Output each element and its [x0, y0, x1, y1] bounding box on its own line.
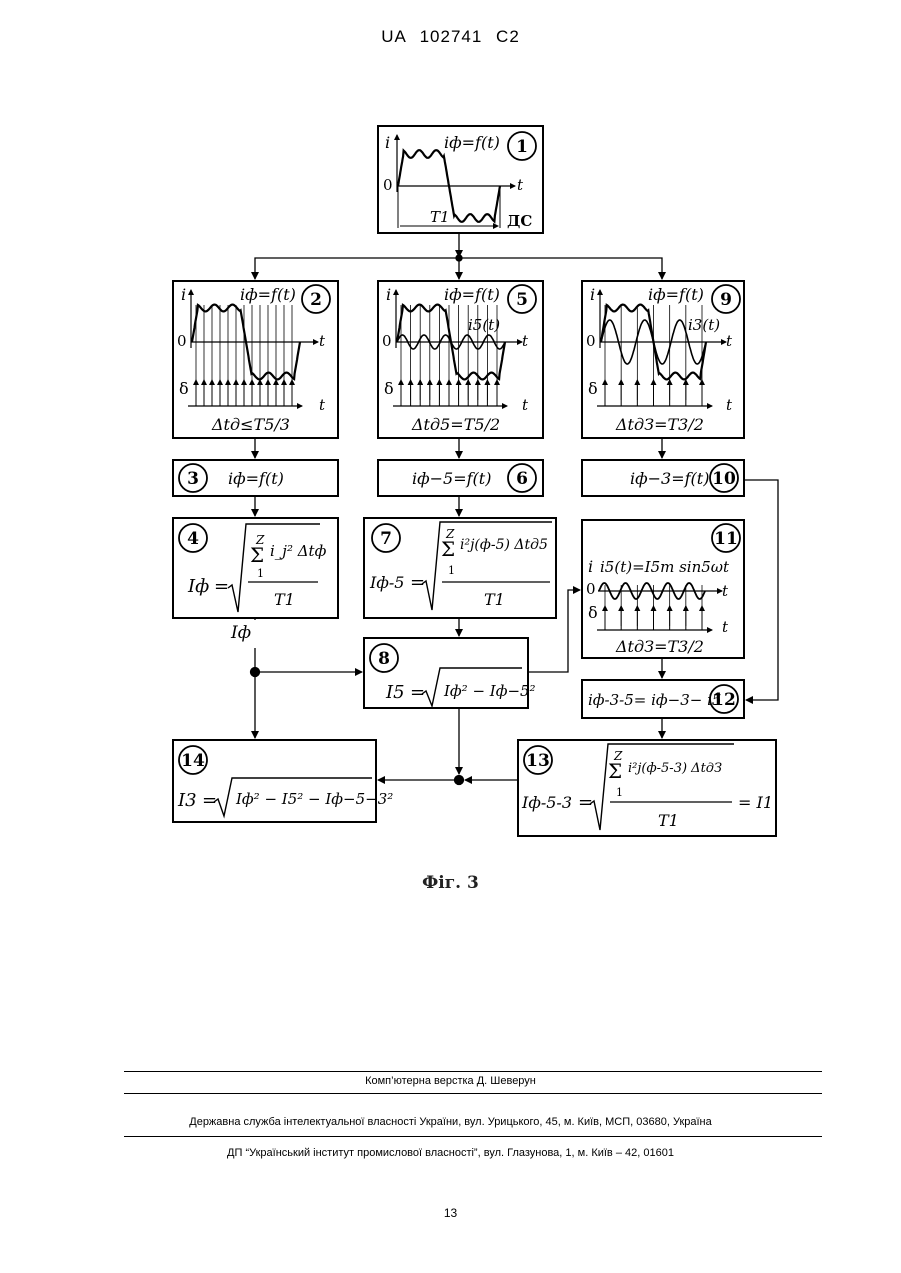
block-13-number: 13 [526, 751, 550, 771]
block-2-dt-label: Δtд≤T5/3 [211, 415, 290, 434]
block-9-axis-i: i [590, 285, 595, 304]
block-9-axis-zero: 0 [586, 332, 596, 350]
block-4-sigma: Σ [250, 543, 264, 567]
block-7 [364, 518, 556, 618]
block-3-number: 3 [187, 469, 199, 489]
block-5-axis-t2: t [522, 396, 529, 414]
block-2-axis-t: t [319, 332, 326, 350]
block-7-number: 7 [380, 529, 392, 549]
block-1-period-label: T1 [430, 208, 450, 226]
block-10-number: 10 [712, 469, 736, 489]
block-3-label: iф=f(t) [228, 469, 284, 488]
block-2-number: 2 [310, 290, 322, 310]
footer-institute: ДП “Український інститут промислової вла… [0, 1147, 901, 1159]
block-8-lhs: I5 [385, 682, 405, 703]
block-4-denominator: T1 [274, 590, 295, 609]
page-number: 13 [0, 1206, 901, 1220]
block-5-number: 5 [516, 290, 528, 310]
block-5-axis-delta: δ [384, 379, 394, 398]
footer-agency: Державна служба інтелектуальної власност… [0, 1116, 901, 1128]
block-1-ds-label: ДС [507, 212, 532, 230]
block-13-lhs: Iф-5-3 [521, 793, 572, 812]
block-4-numerator: i_j² Δtф [270, 542, 327, 560]
connector-8-to-11 [528, 590, 580, 672]
block-14-number: 14 [181, 751, 205, 771]
block-11-axis-zero: 0 [586, 580, 596, 598]
block-9-number: 9 [720, 290, 732, 310]
block-4-equals: = [214, 576, 229, 597]
block-6-label: iф−5=f(t) [412, 469, 491, 488]
block-6-number: 6 [516, 469, 528, 489]
block-13-rhs: = I1 [738, 793, 773, 812]
block-11-axis-t2: t [722, 618, 729, 636]
block-14-equals: = [202, 790, 217, 811]
block-8-expression: Iф² − Iф−5² [443, 682, 536, 700]
block-14-expression: Iф² − I5² − Iф−5−3² [235, 790, 393, 808]
block-9-dt-label: ΔtдЗ=T3/2 [615, 415, 704, 434]
block-5-dt-label: Δtд5=T5/2 [411, 415, 500, 434]
junction-dot-1 [456, 255, 462, 261]
block-7-denominator: T1 [484, 590, 505, 609]
block-7-sigma: Σ [441, 537, 455, 561]
block-4-sum-bottom: 1 [257, 567, 264, 580]
block-5-axis-t: t [522, 332, 529, 350]
block-12-label: iф-3-5= iф−3− i5 [588, 691, 721, 709]
block-9-axis-delta: δ [588, 379, 598, 398]
block-1-axis-i: i [385, 133, 390, 152]
block-9-axis-t: t [726, 332, 733, 350]
block-11-axis-delta: δ [588, 603, 598, 622]
block-13-sigma: Σ [608, 759, 622, 783]
figure-caption: Фіг. 3 [0, 873, 901, 893]
block-1-axis-zero: 0 [383, 176, 393, 194]
block-11-axis-t: t [722, 582, 729, 600]
block-1-label: iф=f(t) [444, 133, 500, 152]
footer-rule-middle [124, 1093, 822, 1094]
footer-rule-bottom [124, 1136, 822, 1137]
block-2-axis-t2: t [319, 396, 326, 414]
block-8-equals: = [410, 682, 425, 703]
block-11-axis-i: i [588, 557, 593, 576]
block-8-number: 8 [378, 649, 390, 669]
block-2-axis-zero: 0 [177, 332, 187, 350]
footer-composer: Комп’ютерна верстка Д. Шеверун [0, 1075, 901, 1087]
block-9-label: iф=f(t) [648, 285, 704, 304]
block-13-equals: = [578, 792, 593, 813]
block-5-label2: i5(t) [468, 316, 500, 334]
block-7-numerator: i²j(ф-5) Δtд5 [460, 537, 548, 553]
block-2-axis-i: i [181, 285, 186, 304]
block-2-label: iф=f(t) [240, 285, 296, 304]
block-5-label: iф=f(t) [444, 285, 500, 304]
block-11-dt-label: ΔtдЗ=T3/2 [615, 637, 704, 656]
side-label-i-phi: Iф [230, 623, 251, 643]
block-7-lhs: Iф-5 [369, 573, 404, 592]
connector-1-to-2 [255, 258, 459, 279]
block-11-label: i5(t)=I5m sin5ωt [600, 558, 730, 576]
block-10-label: iф−3=f(t) [630, 469, 709, 488]
block-13-denominator: T1 [658, 811, 679, 830]
block-9-axis-t2: t [726, 396, 733, 414]
block-2-axis-delta: δ [179, 379, 189, 398]
connector-1-to-9 [459, 258, 662, 279]
block-7-sum-bottom: 1 [448, 564, 455, 577]
block-13 [518, 740, 776, 836]
block-1-axis-t: t [517, 176, 524, 194]
connector-10-to-12 [744, 480, 778, 700]
block-14-lhs: I3 [177, 790, 197, 811]
block-5-axis-zero: 0 [382, 332, 392, 350]
block-4-number: 4 [187, 529, 199, 549]
block-1-number: 1 [516, 137, 528, 157]
block-13-sum-bottom: 1 [616, 786, 623, 799]
block-13-numerator: i²j(ф-5-3) ΔtдЗ [628, 761, 722, 776]
block-4-lhs: Iф [187, 576, 209, 597]
block-7-equals: = [410, 572, 425, 593]
footer-rule-top [124, 1071, 822, 1072]
block-11-number: 11 [714, 529, 738, 549]
block-9-label2: i3(t) [688, 316, 720, 334]
block-5-axis-i: i [386, 285, 391, 304]
